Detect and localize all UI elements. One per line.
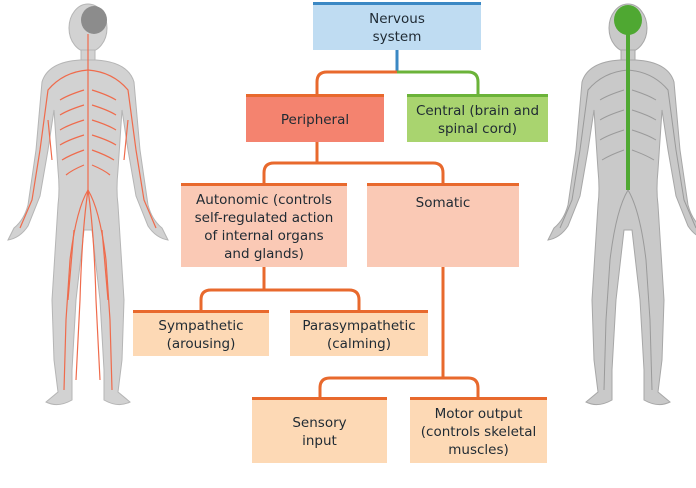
connector-to-somatic [317,161,445,183]
motor-label: Motor output (controls skeletal muscles) [420,405,537,458]
connector-to-sensory [318,376,443,397]
connector-to-central [397,70,480,94]
sensory-node: Sensory input [252,397,387,463]
somatic-label: Somatic [415,195,471,211]
motor-node: Motor output (controls skeletal muscles) [410,397,547,463]
somatic-node: Somatic [367,183,519,267]
central-label: Central (brain and spinal cord) [415,102,540,137]
parasympathetic-label: Parasympathetic (calming) [302,317,416,352]
peripheral-node: Peripheral [246,94,384,142]
nervous-system-node: Nervous system [313,2,481,50]
sensory-label: Sensory input [292,414,347,449]
peripheral-label: Peripheral [280,111,350,128]
autonomic-node: Autonomic (controls self-regulated actio… [181,183,347,267]
connector-to-motor [443,376,480,397]
connector-to-sympathetic [199,288,264,310]
connector-to-autonomic [262,161,317,183]
sympathetic-node: Sympathetic (arousing) [133,310,269,356]
connector-to-parasympathetic [264,288,361,310]
connector-to-peripheral [315,70,397,94]
parasympathetic-node: Parasympathetic (calming) [290,310,428,356]
central-node: Central (brain and spinal cord) [407,94,548,142]
autonomic-label: Autonomic (controls self-regulated actio… [194,191,334,262]
sympathetic-label: Sympathetic (arousing) [158,317,244,352]
nervous-system-label: Nervous system [369,10,425,45]
